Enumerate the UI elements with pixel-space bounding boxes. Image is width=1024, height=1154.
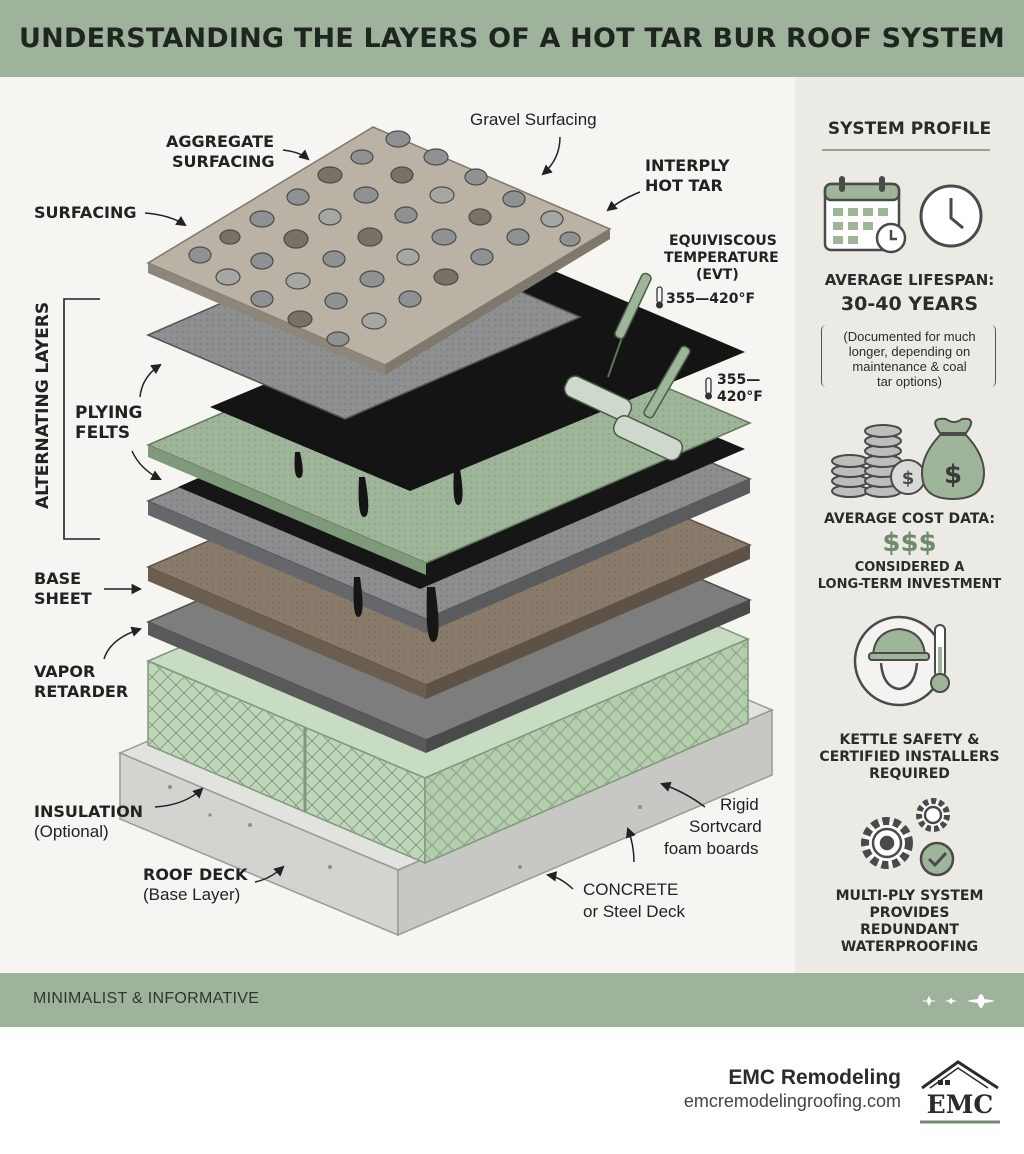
surfacing-label: SURFACING xyxy=(34,203,137,222)
brand-name: EMC Remodeling xyxy=(728,1066,901,1089)
lifespan-note-3: maintenance & coal xyxy=(852,359,967,374)
brand-url[interactable]: emcremodelingroofing.com xyxy=(683,1091,901,1111)
money-bag-icon xyxy=(921,417,985,501)
layer-stack-illustration xyxy=(63,126,774,937)
footer-band: MINIMALIST & INFORMATIVE xyxy=(0,973,1024,1027)
vapor-label: VAPOR xyxy=(34,662,96,681)
panel-title: SYSTEM PROFILE xyxy=(827,119,992,139)
safety-line-3: REQUIRED xyxy=(869,766,950,782)
lifespan-note-4: tar options) xyxy=(876,374,943,389)
aggregate-surfacing-word: SURFACING xyxy=(172,152,275,171)
gravel-stones xyxy=(188,130,581,347)
house-roof-icon xyxy=(920,1060,1000,1124)
roof-deck-label: ROOF DECK xyxy=(143,865,248,884)
retarder-label: RETARDER xyxy=(34,682,129,701)
multi-ply-line-3: REDUNDANT xyxy=(860,922,959,938)
thermometer-icon xyxy=(705,377,712,400)
safety-line-2: CERTIFIED INSTALLERS xyxy=(819,749,1000,765)
concrete-label: CONCRETE xyxy=(583,880,679,899)
worker-helmet-icon xyxy=(868,627,930,691)
hot-tar-upper xyxy=(210,267,745,517)
aggregate-surfacing-layer xyxy=(146,126,612,375)
evt-label-line3: (EVT) xyxy=(696,267,739,283)
lifespan-note-1: (Documented for much xyxy=(843,329,976,344)
cost-note-2: LONG-TERM INVESTMENT xyxy=(817,577,1002,592)
clock-icon xyxy=(919,184,983,248)
base-label: BASE xyxy=(34,569,82,588)
gravel-surfacing-label: Gravel Surfacing xyxy=(470,110,597,129)
sheet-label: SHEET xyxy=(34,589,92,608)
multi-ply-line-1: MULTI-PLY SYSTEM xyxy=(835,888,984,904)
plying-label: PLYING xyxy=(75,403,143,423)
emc-logo: EMC xyxy=(918,1058,1002,1124)
felts-label: FELTS xyxy=(75,423,131,443)
sparkle-icon xyxy=(923,994,995,1008)
insulation-optional-label: (Optional) xyxy=(34,822,109,841)
foam-boards-label: foam boards xyxy=(664,839,759,858)
alternating-layers-label: ALTERNATING LAYERS xyxy=(33,301,53,509)
multi-ply-line-4: WATERPROOFING xyxy=(840,939,979,955)
note-bracket-right xyxy=(991,325,996,387)
main-area: Gravel Surfacing AGGREGATE SURFACING INT… xyxy=(0,77,1024,973)
temp-range-label: 355—420°F xyxy=(666,291,756,307)
tar-roller-lower xyxy=(612,345,691,461)
evt-label-line1: EQUIVISCOUS xyxy=(669,233,777,249)
tar-roller-upper xyxy=(563,272,652,421)
safety-icons xyxy=(853,615,950,707)
multi-ply-icons xyxy=(861,798,955,877)
logo-text: EMC xyxy=(926,1090,994,1119)
temp-range2-line1: 355— xyxy=(717,372,761,388)
cost-icons: $ $ xyxy=(831,417,985,501)
note-bracket-left xyxy=(821,325,826,387)
coins-icon xyxy=(831,424,926,498)
layer-diagram: Gravel Surfacing AGGREGATE SURFACING INT… xyxy=(0,77,795,973)
alternating-layers-bracket xyxy=(63,298,100,540)
lifespan-value: 30-40 YEARS xyxy=(840,293,979,315)
gears-icon xyxy=(861,798,950,869)
label-arrows xyxy=(103,136,706,890)
title-banner: UNDERSTANDING THE LAYERS OF A HOT TAR BU… xyxy=(0,0,1024,77)
base-layer-label: (Base Layer) xyxy=(143,885,241,904)
rigid-label: Rigid xyxy=(720,795,759,814)
thermometer-icon xyxy=(656,286,663,309)
cost-note-1: CONSIDERED A xyxy=(854,560,965,575)
system-profile-panel: SYSTEM PROFILE AVERAGE LIFESPAN: 30-40 Y… xyxy=(795,77,1024,973)
lifespan-note-2: longer, depending on xyxy=(848,344,971,359)
calendar-icon xyxy=(823,176,907,254)
sortvcard-label: Sortvcard xyxy=(689,817,762,836)
thermometer-icon xyxy=(930,624,950,693)
panel-divider xyxy=(822,149,990,151)
evt-label-line2: TEMPERATURE xyxy=(664,250,779,266)
lifespan-label: AVERAGE LIFESPAN: xyxy=(824,271,995,289)
aggregate-label: AGGREGATE xyxy=(166,132,275,151)
steel-deck-label: or Steel Deck xyxy=(583,902,686,921)
hot-tar-label: HOT TAR xyxy=(645,176,723,195)
interply-label: INTERPLY xyxy=(645,156,730,175)
safety-line-1: KETTLE SAFETY & xyxy=(839,732,980,748)
coin-dollar-glyph: $ xyxy=(902,468,915,489)
cost-value: $$$ xyxy=(882,528,937,558)
bag-dollar-glyph: $ xyxy=(944,460,962,490)
temp-range2-line2: 420°F xyxy=(717,389,763,405)
lifespan-icons xyxy=(823,176,983,254)
footer-tagline: MINIMALIST & INFORMATIVE xyxy=(33,990,260,1007)
cost-label: AVERAGE COST DATA: xyxy=(823,511,996,527)
page-title: UNDERSTANDING THE LAYERS OF A HOT TAR BU… xyxy=(19,23,1005,54)
insulation-label: INSULATION xyxy=(34,802,144,821)
multi-ply-line-2: PROVIDES xyxy=(869,905,950,921)
check-icon xyxy=(919,841,955,877)
